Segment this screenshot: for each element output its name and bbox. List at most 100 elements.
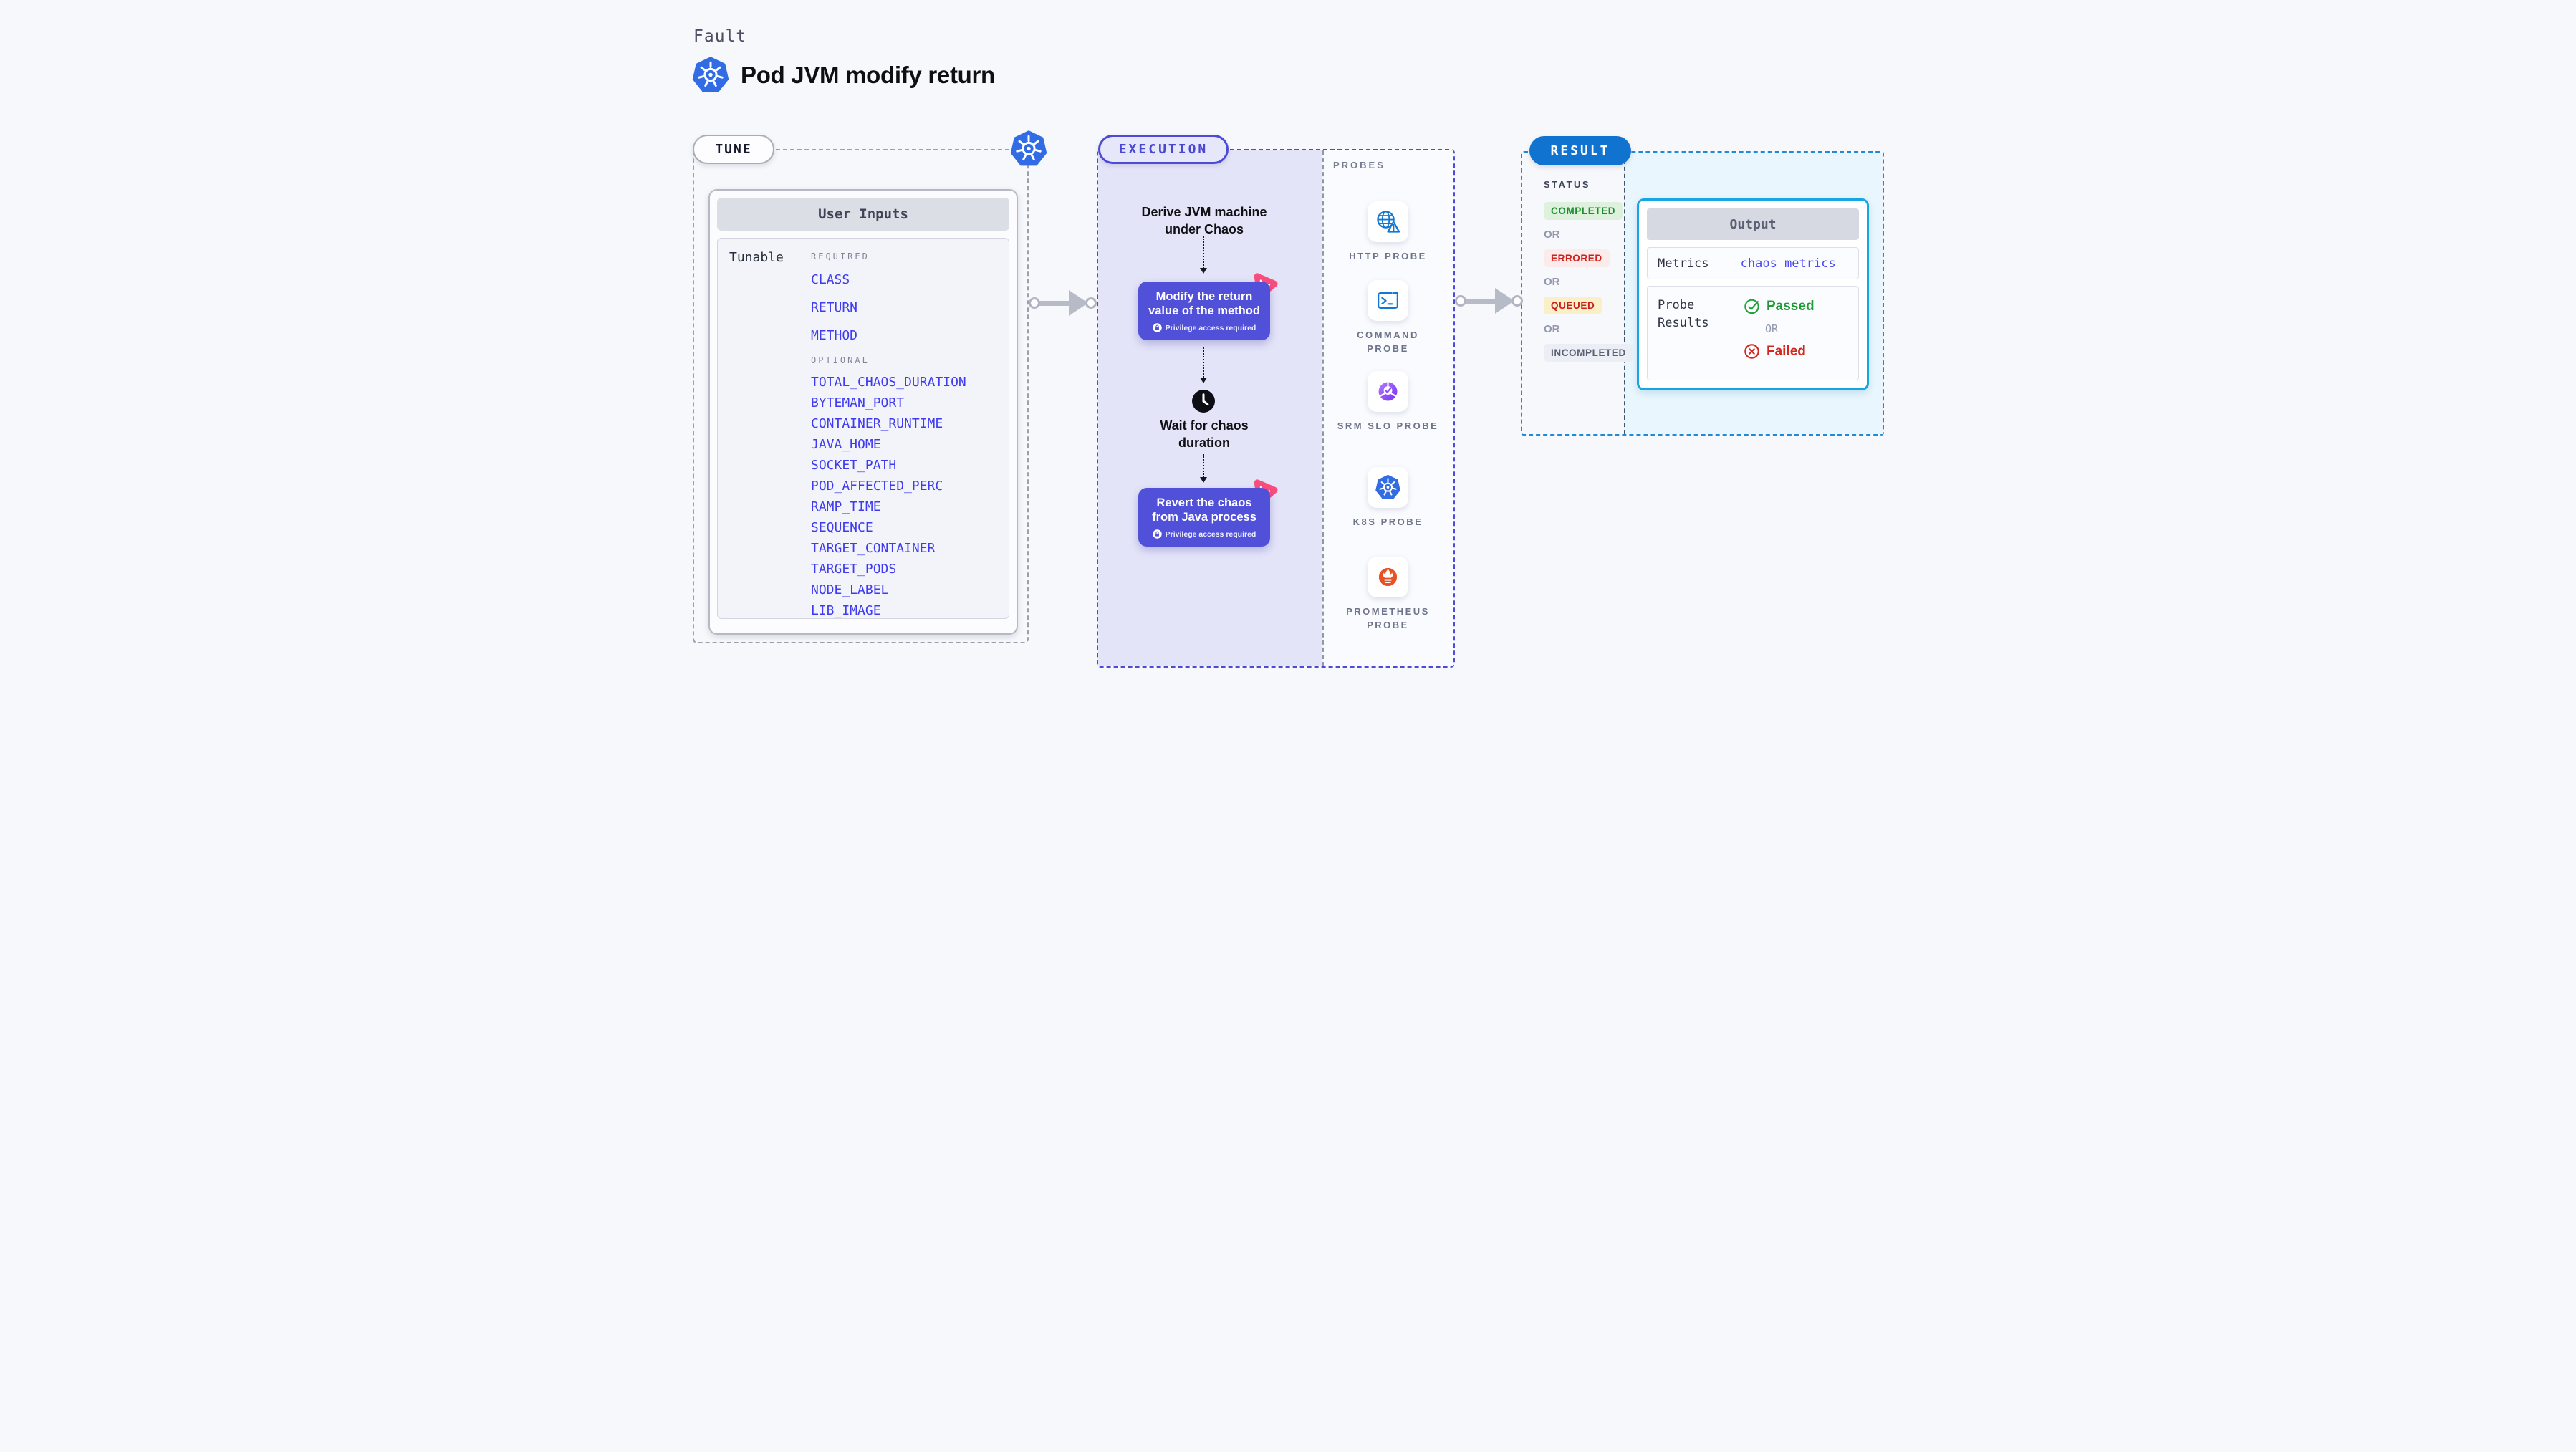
connector-dot [1512,295,1523,307]
step-derive-jvm: Derive JVM machine under Chaos [1141,205,1267,237]
flow-arrow-down-icon [1200,347,1207,383]
tune-to-execution-arrow [1029,290,1097,316]
page-title-row: Pod JVM modify return [691,56,995,95]
probe-name: PROMETHEUS PROBE [1346,606,1430,630]
probes-column-label: PROBES [1333,160,1385,170]
tunable-row-label: Tunable [729,250,784,265]
prometheus-flame-icon [1375,564,1401,590]
probe-results-label: Probe Results [1658,298,1709,330]
output-card: Output Metrics chaos metrics Probe Resul… [1637,198,1869,390]
slo-gauge-icon [1375,378,1401,405]
terminal-icon [1375,287,1401,314]
privilege-badge: Privilege access required [1153,323,1256,332]
metrics-label: Metrics [1658,256,1709,271]
tunable-item[interactable]: CLASS [811,272,850,287]
flow-arrow-down-icon [1200,236,1207,274]
connector-dot [1085,297,1097,309]
flow-arrow-down-icon [1200,454,1207,483]
tunable-item[interactable]: CONTAINER_RUNTIME [811,416,943,431]
user-inputs-body: Tunable REQUIRED CLASS RETURN METHOD OPT… [717,238,1009,619]
tunable-item[interactable]: BYTEMAN_PORT [811,395,905,410]
failed-line: Failed [1744,343,1815,360]
probe-name: SRM SLO PROBE [1337,420,1439,431]
optional-section-label: OPTIONAL [811,355,870,365]
probe-name: COMMAND PROBE [1357,330,1419,354]
check-circle-icon [1744,298,1760,314]
step-revert-chaos-box: Revert the chaos from Java process Privi… [1138,488,1270,547]
metrics-value: chaos metrics [1740,256,1836,271]
page-title: Pod JVM modify return [741,62,995,88]
or-label: OR [1765,322,1779,335]
tunable-item[interactable]: SOCKET_PATH [811,458,897,473]
probe-name: HTTP PROBE [1349,251,1427,261]
passed-text: Passed [1767,298,1815,314]
tunable-item[interactable]: LIB_IMAGE [811,603,881,618]
metrics-row: Metrics chaos metrics [1647,247,1859,279]
probe-item-prometheus: PROMETHEUS PROBE [1334,557,1442,633]
tunable-item[interactable]: RAMP_TIME [811,499,881,514]
tunable-item[interactable]: NODE_LABEL [811,582,889,597]
kubernetes-icon [691,56,730,95]
probe-item-k8s: K8S PROBE [1334,467,1442,529]
probe-item-command: COMMAND PROBE [1334,280,1442,356]
kubernetes-icon [1009,130,1048,168]
connector-arrowhead [1495,288,1514,314]
tunable-items-column: REQUIRED CLASS RETURN METHOD OPTIONAL TO… [811,249,997,618]
globe-alert-icon [1375,208,1401,235]
fault-eyebrow: Fault [693,27,747,46]
probe-card [1368,371,1408,412]
lock-icon [1153,323,1162,332]
result-section-pill: RESULT [1529,136,1631,165]
probe-card [1368,201,1408,242]
tunable-item[interactable]: TOTAL_CHAOS_DURATION [811,375,966,390]
tunable-item[interactable]: METHOD [811,328,858,343]
tune-section-pill: TUNE [693,135,774,164]
probe-name: K8S PROBE [1352,516,1423,527]
tune-section-box [693,149,1029,643]
connector-dot [1455,295,1466,307]
fault-diagram-page: Fault Pod JVM modify return TUNE User In… [644,0,1932,726]
output-card-header: Output [1647,208,1859,240]
probe-card [1368,557,1408,597]
status-badge-completed: COMPLETED [1544,202,1623,220]
privilege-text: Privilege access required [1165,323,1256,332]
status-label: STATUS [1544,179,1591,190]
probe-card [1368,467,1408,508]
probe-card [1368,280,1408,321]
execution-to-result-arrow [1455,288,1523,314]
connector-shaft [1464,298,1497,304]
connector-shaft [1038,300,1071,306]
tunable-item[interactable]: RETURN [811,300,858,315]
action-title: Modify the return value of the method [1148,289,1260,317]
probe-item-http: HTTP PROBE [1334,201,1442,264]
passed-line: Passed [1744,298,1815,314]
tunable-item[interactable]: TARGET_PODS [811,562,897,577]
step-modify-return-box: Modify the return value of the method Pr… [1138,282,1270,340]
status-badge-incompleted: INCOMPLETED [1544,344,1633,362]
kubernetes-icon [1375,474,1401,501]
execution-section-pill: EXECUTION [1098,135,1229,164]
failed-text: Failed [1767,343,1806,359]
step-wait-duration: Wait for chaos duration [1160,418,1249,451]
privilege-text: Privilege access required [1165,529,1256,539]
privilege-badge: Privilege access required [1153,529,1256,539]
status-badge-errored: ERRORED [1544,249,1610,267]
status-badge-queued: QUEUED [1544,297,1602,314]
probe-item-srm-slo: SRM SLO PROBE [1334,371,1442,433]
tunable-item[interactable]: SEQUENCE [811,520,873,535]
probe-results-row: Probe Results Passed OR Failed [1647,286,1859,380]
probes-separator [1322,150,1324,666]
clock-icon [1191,389,1216,413]
connector-dot [1029,297,1040,309]
status-column: STATUS COMPLETED OR ERRORED OR QUEUED OR… [1544,179,1633,362]
user-inputs-card: User Inputs Tunable REQUIRED CLASS RETUR… [708,189,1018,635]
action-title: Revert the chaos from Java process [1152,496,1256,524]
or-label: OR [1544,229,1560,241]
or-label: OR [1544,323,1560,335]
result-separator [1624,153,1625,434]
connector-arrowhead [1069,290,1088,316]
x-circle-icon [1744,343,1760,360]
tunable-item[interactable]: JAVA_HOME [811,437,881,452]
tunable-item[interactable]: TARGET_CONTAINER [811,541,936,556]
tunable-item[interactable]: POD_AFFECTED_PERC [811,479,943,494]
